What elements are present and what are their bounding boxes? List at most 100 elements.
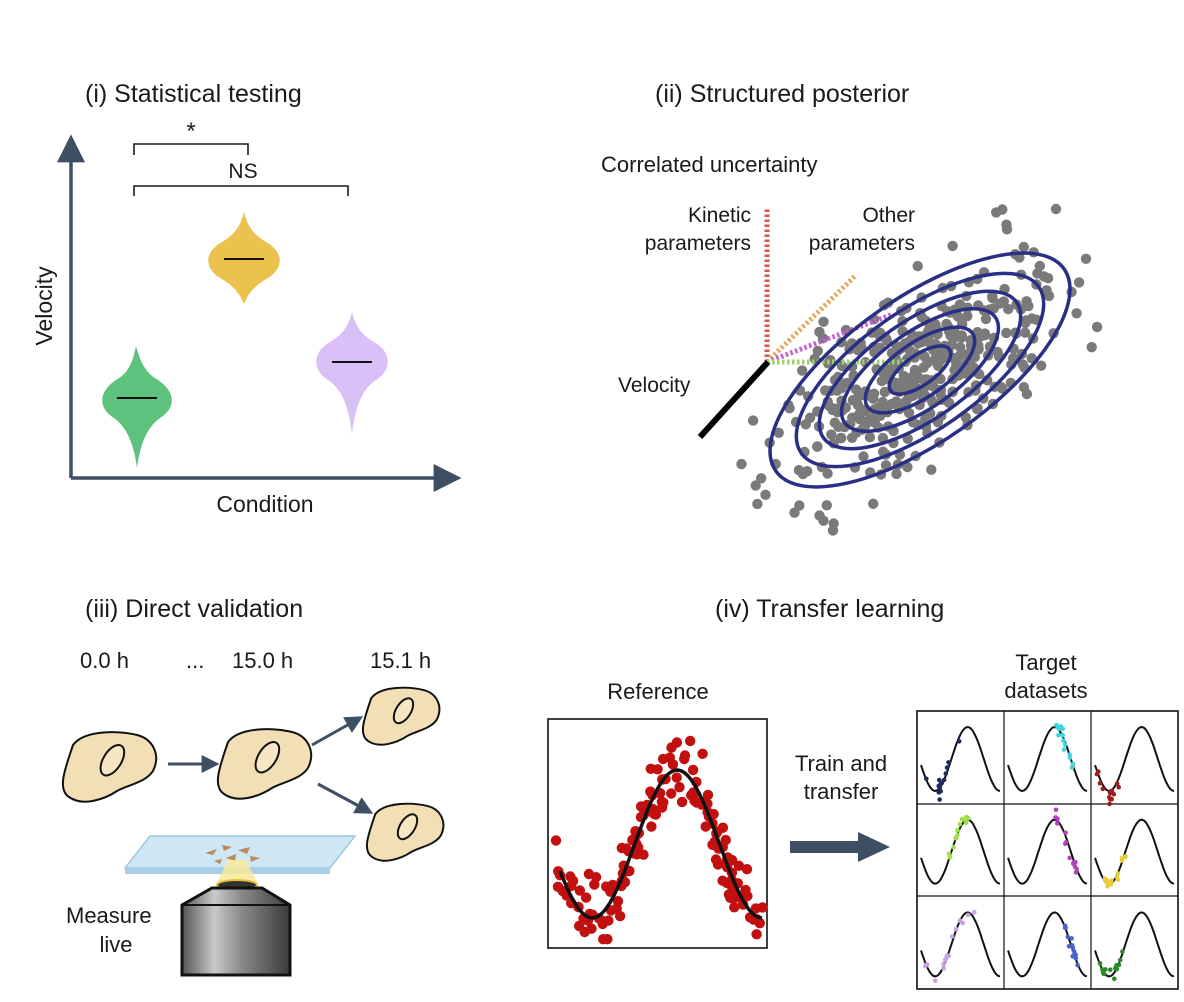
posterior-point — [773, 427, 784, 438]
reference-point — [741, 864, 753, 875]
target-point — [1103, 967, 1108, 972]
target-point — [1108, 967, 1113, 973]
time-15: 15.0 h — [232, 648, 293, 673]
posterior-point — [947, 240, 958, 252]
light-cone — [216, 860, 258, 884]
reference-point — [729, 902, 740, 913]
target-point — [1097, 961, 1103, 966]
posterior-point — [865, 413, 877, 424]
posterior-point — [962, 310, 973, 322]
reference-point — [679, 750, 691, 761]
reference-point — [586, 923, 597, 934]
arrow-cell2-cell3 — [311, 716, 364, 747]
posterior-point — [894, 398, 905, 409]
panel-iv-title: (iv) Transfer learning — [715, 595, 944, 623]
target-point — [1122, 854, 1128, 860]
target-point — [1063, 830, 1068, 836]
reference-point — [589, 879, 600, 890]
posterior-point — [756, 473, 767, 484]
significance-ns: NS — [228, 160, 257, 183]
target-point — [1115, 871, 1121, 876]
posterior-point — [1091, 321, 1103, 333]
target-point — [1114, 781, 1120, 786]
measure-label-1: Measure — [66, 903, 152, 928]
contour-3 — [817, 289, 1023, 451]
posterior-point — [821, 500, 832, 511]
target-point — [964, 817, 969, 822]
reference-point — [574, 920, 585, 932]
reference-point — [717, 875, 728, 886]
posterior-point — [926, 464, 937, 475]
target-point — [957, 822, 963, 827]
posterior-point — [789, 507, 800, 518]
target-point — [951, 844, 956, 850]
reference-point — [720, 834, 731, 846]
violin-green — [102, 346, 172, 468]
posterior-point — [1003, 303, 1014, 315]
reference-point — [598, 934, 609, 945]
reference-point — [667, 759, 679, 770]
target-point — [942, 957, 948, 963]
y-axis-label: Velocity — [31, 266, 57, 346]
target-point — [1107, 801, 1112, 807]
reference-point — [697, 748, 708, 759]
violin-purple — [316, 312, 388, 434]
reference-point — [666, 788, 677, 799]
posterior-point — [829, 417, 840, 428]
target-point — [1117, 957, 1123, 963]
reference-point — [646, 821, 657, 832]
panel-direct-validation: (iii) Direct validation 0.0 h ... 15.0 h… — [61, 595, 445, 977]
posterior-point — [847, 395, 859, 406]
posterior-point — [797, 468, 809, 480]
posterior-point — [1001, 327, 1012, 339]
target-point — [1108, 788, 1114, 794]
posterior-point — [864, 432, 876, 443]
target-point — [944, 765, 950, 770]
reference-point — [687, 764, 699, 776]
posterior-point — [1019, 327, 1031, 338]
reference-point — [733, 860, 745, 871]
target-point — [946, 953, 951, 959]
cell-4 — [365, 802, 445, 862]
target-point — [957, 918, 963, 923]
posterior-point — [752, 498, 763, 510]
arrow-cell2-cell4 — [317, 782, 374, 814]
posterior-point — [1042, 273, 1054, 284]
reference-point — [565, 871, 576, 882]
posterior-points — [736, 203, 1103, 536]
posterior-point — [822, 468, 833, 479]
target-point — [1071, 860, 1076, 865]
target-point — [1070, 761, 1076, 767]
target-point — [1056, 732, 1061, 738]
posterior-contours — [768, 251, 1072, 489]
posterior-point — [858, 451, 869, 462]
target-point — [1069, 936, 1074, 941]
target-point — [955, 827, 960, 833]
reference-point — [550, 835, 562, 846]
target-label-2: datasets — [1004, 678, 1087, 703]
target-point — [946, 760, 951, 765]
target-point — [965, 912, 971, 918]
target-point — [1106, 880, 1111, 886]
contour-6 — [887, 344, 953, 396]
posterior-point — [736, 458, 747, 470]
posterior-point — [998, 296, 1009, 307]
panel-ii-title: (ii) Structured posterior — [655, 80, 909, 108]
posterior-point — [1036, 360, 1047, 371]
posterior-point — [836, 380, 847, 391]
contour-2 — [794, 271, 1046, 469]
posterior-point — [747, 415, 759, 426]
posterior-point — [760, 489, 771, 500]
target-point — [938, 781, 943, 787]
reference-point — [638, 849, 649, 860]
target-curve — [1094, 726, 1175, 793]
panel-i-title: (i) Statistical testing — [85, 80, 302, 108]
reference-point — [674, 782, 685, 793]
target-grid-frame — [916, 710, 1179, 990]
target-curve — [920, 818, 1001, 885]
target-point — [1060, 732, 1065, 738]
posterior-point — [909, 364, 921, 376]
target-point — [1116, 784, 1121, 790]
reference-point — [597, 916, 608, 927]
reference-point — [580, 892, 592, 903]
